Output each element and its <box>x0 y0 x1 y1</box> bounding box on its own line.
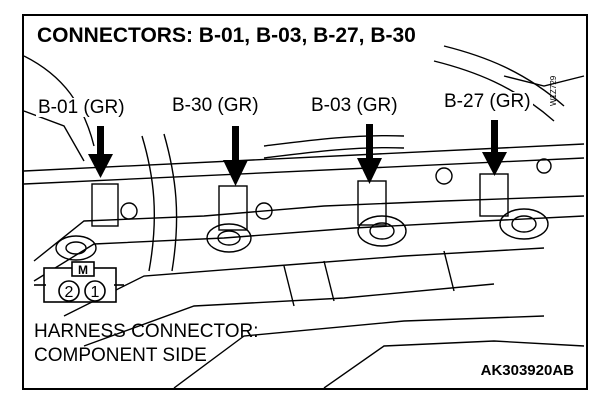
footer-line-1: HARNESS CONNECTOR: <box>34 321 259 342</box>
diagram-title: CONNECTORS: B-01, B-03, B-27, B-30 <box>34 24 419 47</box>
callout-arrows <box>88 120 507 186</box>
connector-pin-1: 1 <box>91 284 100 301</box>
side-code: W1Z729 <box>549 75 558 106</box>
callout-b30: B-30 (GR) <box>170 95 261 116</box>
engine-illustration: M 2 1 W1Z729 <box>24 45 585 388</box>
diagram-frame: M 2 1 W1Z729 CONNECTORS: B-01, B-03, B-2… <box>22 14 588 390</box>
callout-b03: B-03 (GR) <box>309 95 400 116</box>
engine-line-art <box>24 45 585 388</box>
arrow-b01 <box>88 126 113 178</box>
footer-line-2: COMPONENT SIDE <box>34 345 207 366</box>
arrow-b27 <box>482 120 507 176</box>
connector-symbol: M 2 1 <box>34 261 124 303</box>
arrow-b30 <box>223 126 248 186</box>
connector-pin-2: 2 <box>65 284 74 301</box>
callout-b27: B-27 (GR) <box>442 91 533 112</box>
figure-code: AK303920AB <box>480 362 574 379</box>
arrow-b03 <box>357 124 382 184</box>
connector-marker: M <box>78 263 88 277</box>
callout-b01: B-01 (GR) <box>36 97 127 118</box>
